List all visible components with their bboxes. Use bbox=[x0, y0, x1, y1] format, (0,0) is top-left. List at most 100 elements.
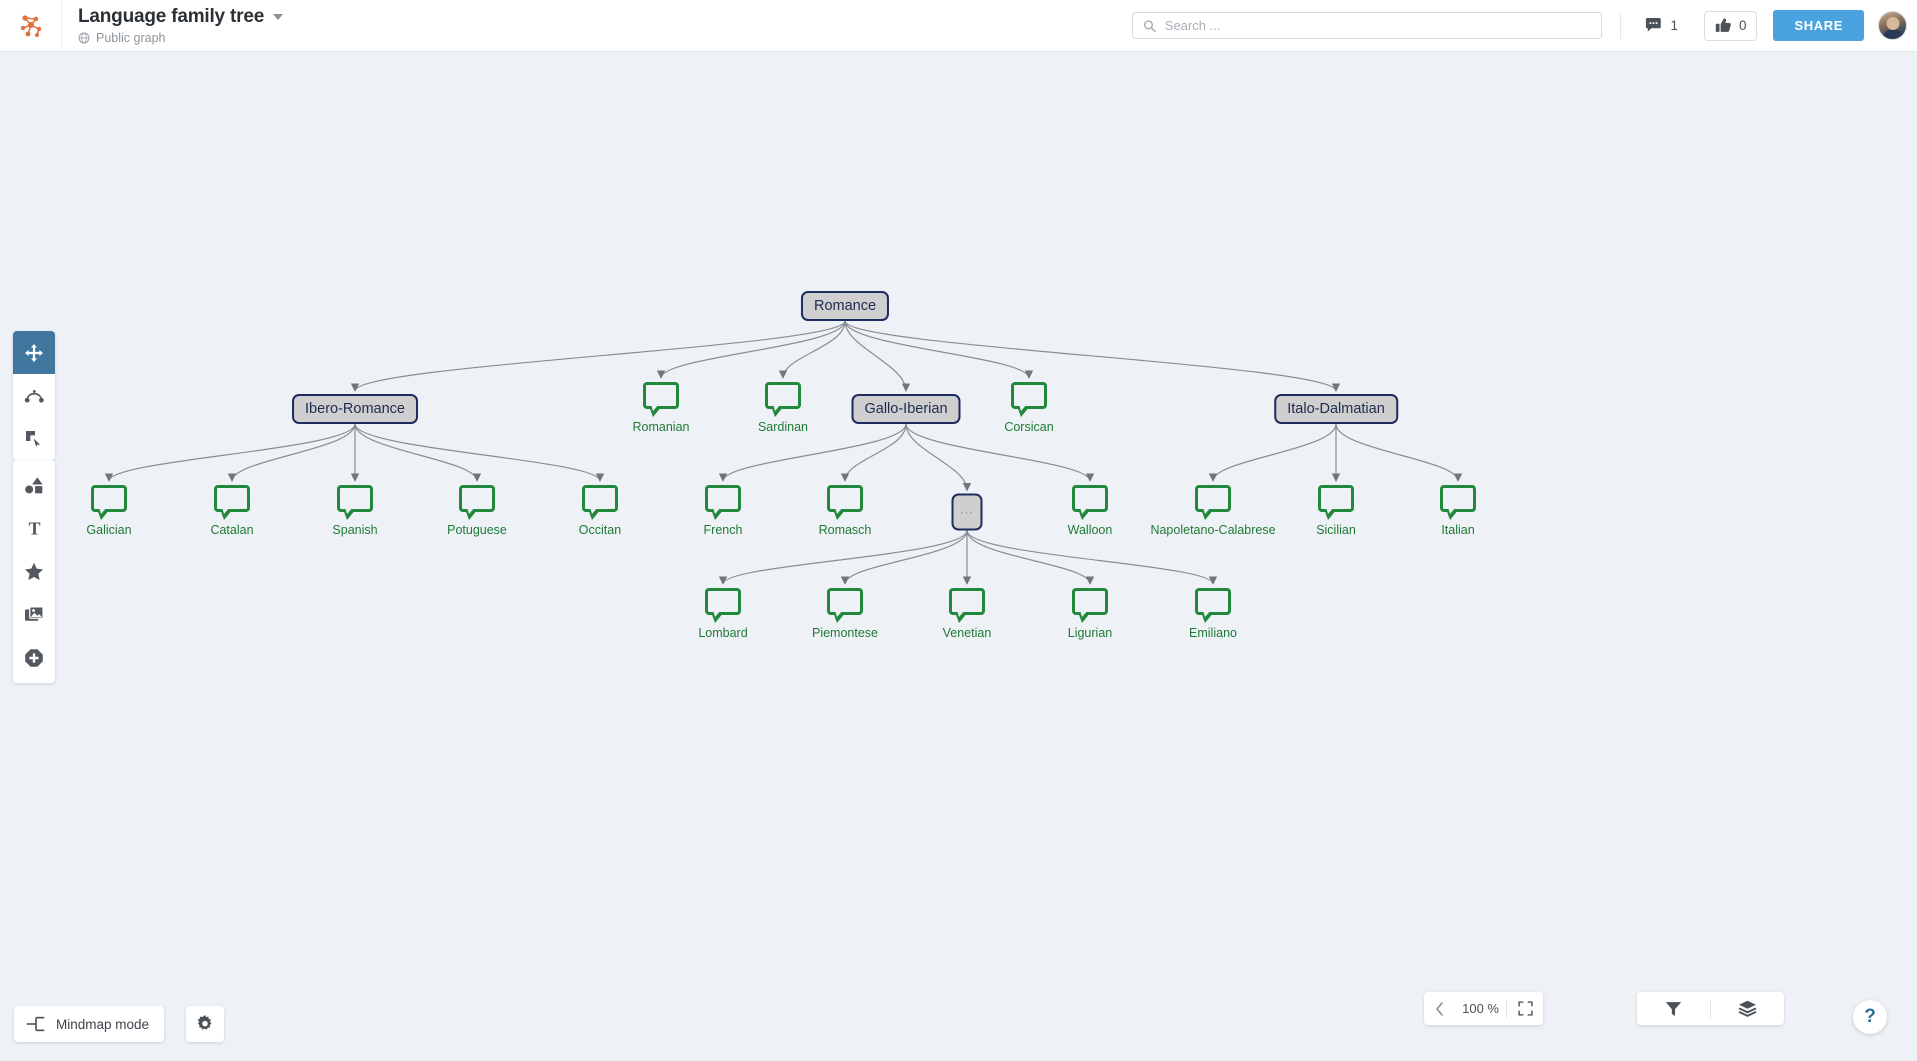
leaf-node-napoletano-calabrese[interactable]: Napoletano-Calabrese bbox=[1150, 485, 1276, 537]
group-node-italo-dalmatian[interactable]: Italo-Dalmatian bbox=[1274, 394, 1398, 424]
top-header-bar: Language family tree Public graph bbox=[0, 0, 1917, 52]
edge-paths bbox=[104, 320, 1463, 585]
leaf-node-potuguese[interactable]: Potuguese bbox=[429, 485, 525, 537]
leaf-node-label: Galician bbox=[86, 523, 132, 537]
image-icon bbox=[24, 606, 44, 621]
graph-edge bbox=[656, 320, 846, 379]
graph-edge bbox=[844, 320, 1341, 392]
graph-edge bbox=[354, 423, 605, 482]
leaf-node-occitan[interactable]: Occitan bbox=[552, 485, 648, 537]
speech-bubble-icon bbox=[1440, 485, 1476, 520]
header-right-controls: 1 0 SHARE bbox=[1132, 10, 1917, 41]
comments-counter[interactable]: 1 bbox=[1635, 11, 1688, 41]
graph-edge bbox=[840, 530, 968, 585]
share-button[interactable]: SHARE bbox=[1773, 10, 1864, 41]
leaf-node-label: Venetian bbox=[942, 626, 992, 640]
leaf-node-emiliano[interactable]: Emiliano bbox=[1165, 588, 1261, 640]
speech-bubble-icon bbox=[765, 382, 801, 417]
collapsed-node-collapsed-1[interactable]: ... bbox=[951, 493, 983, 531]
speech-bubble-icon bbox=[827, 588, 863, 623]
group-node-romance[interactable]: Romance bbox=[800, 291, 890, 321]
graph-edge bbox=[718, 423, 907, 482]
zoom-prev-button[interactable] bbox=[1424, 992, 1455, 1025]
search-box[interactable] bbox=[1132, 12, 1603, 39]
settings-button[interactable] bbox=[186, 1006, 224, 1042]
shapes-tool-button[interactable] bbox=[13, 464, 55, 507]
graph-edge bbox=[844, 320, 911, 392]
shapes-icon bbox=[24, 477, 43, 494]
graph-edge bbox=[905, 423, 1095, 482]
leaf-node-label: Occitan bbox=[578, 523, 622, 537]
collapsed-node-label: ... bbox=[960, 501, 974, 516]
graph-edges-layer bbox=[104, 320, 1463, 585]
graph-edge bbox=[104, 423, 356, 482]
mindmap-mode-label: Mindmap mode bbox=[56, 1016, 150, 1032]
leaf-node-french[interactable]: French bbox=[675, 485, 771, 537]
leaf-node-spanish[interactable]: Spanish bbox=[307, 485, 403, 537]
leaf-node-italian[interactable]: Italian bbox=[1410, 485, 1506, 537]
leaf-node-galician[interactable]: Galician bbox=[61, 485, 157, 537]
zoom-controls: 100 % bbox=[1424, 992, 1543, 1025]
group-node-label: Gallo-Iberian bbox=[864, 401, 948, 417]
select-tool-button[interactable] bbox=[13, 417, 55, 460]
graph-edge bbox=[718, 530, 968, 585]
leaf-node-label: Corsican bbox=[1004, 420, 1054, 434]
group-node-label: Italo-Dalmatian bbox=[1287, 401, 1385, 417]
search-input[interactable] bbox=[1164, 18, 1592, 33]
leaf-node-ligurian[interactable]: Ligurian bbox=[1042, 588, 1138, 640]
image-tool-button[interactable] bbox=[13, 593, 55, 636]
likes-counter[interactable]: 0 bbox=[1703, 10, 1758, 41]
leaf-node-label: Sicilian bbox=[1316, 523, 1356, 537]
move-arrows-icon bbox=[25, 343, 43, 362]
app-logo[interactable] bbox=[0, 0, 62, 52]
comments-count: 1 bbox=[1670, 18, 1678, 33]
graph-tools-group bbox=[1637, 992, 1784, 1025]
layers-button[interactable] bbox=[1711, 992, 1784, 1025]
text-tool-button[interactable]: T bbox=[13, 507, 55, 550]
filter-button[interactable] bbox=[1637, 992, 1710, 1025]
add-node-tool-button[interactable] bbox=[13, 636, 55, 679]
leaf-node-piemontese[interactable]: Piemontese bbox=[797, 588, 893, 640]
speech-bubble-icon bbox=[705, 485, 741, 520]
link-tool-button[interactable] bbox=[13, 374, 55, 417]
leaf-node-venetian[interactable]: Venetian bbox=[919, 588, 1015, 640]
leaf-node-corsican[interactable]: Corsican bbox=[981, 382, 1077, 434]
zoom-level-label[interactable]: 100 % bbox=[1462, 1001, 1499, 1016]
icon-tool-button[interactable] bbox=[13, 550, 55, 593]
group-node-gallo-iberian[interactable]: Gallo-Iberian bbox=[851, 394, 961, 424]
fit-screen-button[interactable] bbox=[1507, 992, 1543, 1025]
speech-bubble-icon bbox=[1011, 382, 1047, 417]
help-button[interactable]: ? bbox=[1853, 1000, 1887, 1034]
graph-edge bbox=[840, 423, 907, 482]
leaf-node-label: Napoletano-Calabrese bbox=[1150, 523, 1276, 537]
thumbs-up-icon bbox=[1715, 18, 1731, 32]
speech-bubble-icon bbox=[949, 588, 985, 623]
speech-bubble-icon bbox=[1072, 588, 1108, 623]
chevron-down-icon[interactable] bbox=[273, 14, 284, 20]
mindmap-branch-icon bbox=[26, 1016, 45, 1032]
leaf-node-sicilian[interactable]: Sicilian bbox=[1288, 485, 1384, 537]
graph-edge bbox=[966, 530, 1218, 585]
leaf-node-catalan[interactable]: Catalan bbox=[184, 485, 280, 537]
leaf-node-label: French bbox=[703, 523, 743, 537]
graph-title-block: Language family tree Public graph bbox=[62, 6, 284, 45]
leaf-node-label: Spanish bbox=[332, 523, 378, 537]
avatar[interactable] bbox=[1878, 11, 1907, 40]
leaf-node-label: Ligurian bbox=[1067, 626, 1113, 640]
pan-tool-button[interactable] bbox=[13, 331, 55, 374]
mindmap-mode-button[interactable]: Mindmap mode bbox=[14, 1006, 165, 1042]
leaf-node-romasch[interactable]: Romasch bbox=[797, 485, 893, 537]
leaf-node-label: Romanian bbox=[632, 420, 690, 434]
leaf-node-walloon[interactable]: Walloon bbox=[1042, 485, 1138, 537]
group-node-ibero-romance[interactable]: Ibero-Romance bbox=[292, 394, 418, 424]
leaf-node-label: Italian bbox=[1441, 523, 1475, 537]
leaf-node-romanian[interactable]: Romanian bbox=[613, 382, 709, 434]
speech-bubble-icon bbox=[214, 485, 250, 520]
leaf-node-sardinan[interactable]: Sardinan bbox=[735, 382, 831, 434]
leaf-node-lombard[interactable]: Lombard bbox=[675, 588, 771, 640]
toolbar-panel-navigation bbox=[13, 331, 55, 460]
svg-text:T: T bbox=[28, 519, 40, 538]
leaf-node-label: Piemontese bbox=[811, 626, 878, 640]
